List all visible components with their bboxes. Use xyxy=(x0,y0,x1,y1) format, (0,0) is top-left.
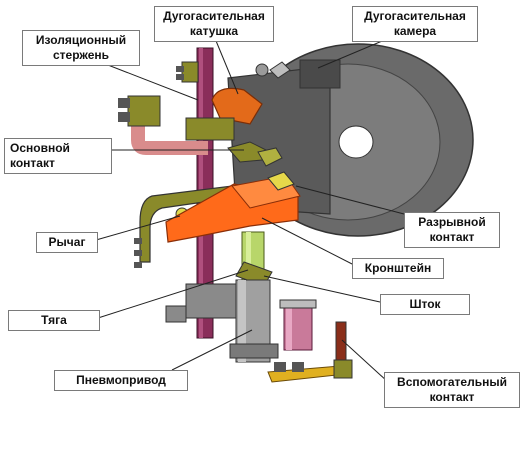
label-bracket-text: Кронштейн xyxy=(364,261,432,275)
label-break-contact: Разрывной контакт xyxy=(404,212,500,248)
label-stem-text: Шток xyxy=(409,297,441,311)
label-lever: Рычаг xyxy=(36,232,98,253)
label-pneumatic-drive-text: Пневмопривод xyxy=(76,373,166,387)
busbar-shape xyxy=(118,95,208,155)
stem-shape xyxy=(235,231,273,287)
label-aux-contact-line2: контакт xyxy=(429,390,475,404)
label-arc-coil: Дугогасительная катушка xyxy=(154,6,274,42)
pneumatic-drive-shape xyxy=(165,279,279,363)
label-main-contact-line2: контакт xyxy=(10,156,55,170)
label-aux-contact-line1: Вспомогательный xyxy=(397,375,507,389)
aux-contact-shape xyxy=(267,299,353,383)
label-arc-chamber-line2: камера xyxy=(393,24,437,38)
arc-chamber-shape xyxy=(227,43,474,237)
label-rod-link: Тяга xyxy=(8,310,100,331)
label-break-contact-line1: Разрывной xyxy=(418,215,486,229)
label-break-contact-line2: контакт xyxy=(429,230,475,244)
label-isolation-rod-line1: Изоляционный xyxy=(35,33,127,47)
label-rod-link-text: Тяга xyxy=(41,313,67,327)
label-lever-text: Рычаг xyxy=(48,235,86,249)
label-main-contact: Основной контакт xyxy=(4,138,112,174)
label-arc-chamber: Дугогасительная камера xyxy=(352,6,478,42)
label-pneumatic-drive: Пневмопривод xyxy=(54,370,188,391)
label-isolation-rod: Изоляционный стержень xyxy=(22,30,140,66)
top-terminal-shape xyxy=(176,61,199,83)
label-isolation-rod-line2: стержень xyxy=(52,48,110,62)
label-main-contact-line1: Основной xyxy=(10,141,70,155)
label-bracket: Кронштейн xyxy=(352,258,444,279)
label-arc-chamber-line1: Дугогасительная xyxy=(364,9,466,23)
label-stem: Шток xyxy=(380,294,470,315)
label-aux-contact: Вспомогательный контакт xyxy=(384,372,520,408)
main-contact-shape xyxy=(227,141,283,167)
arc-coil-shape xyxy=(185,87,263,141)
label-arc-coil-line2: катушка xyxy=(189,24,239,38)
break-contact-shape xyxy=(267,171,295,191)
label-arc-coil-line1: Дугогасительная xyxy=(163,9,265,23)
